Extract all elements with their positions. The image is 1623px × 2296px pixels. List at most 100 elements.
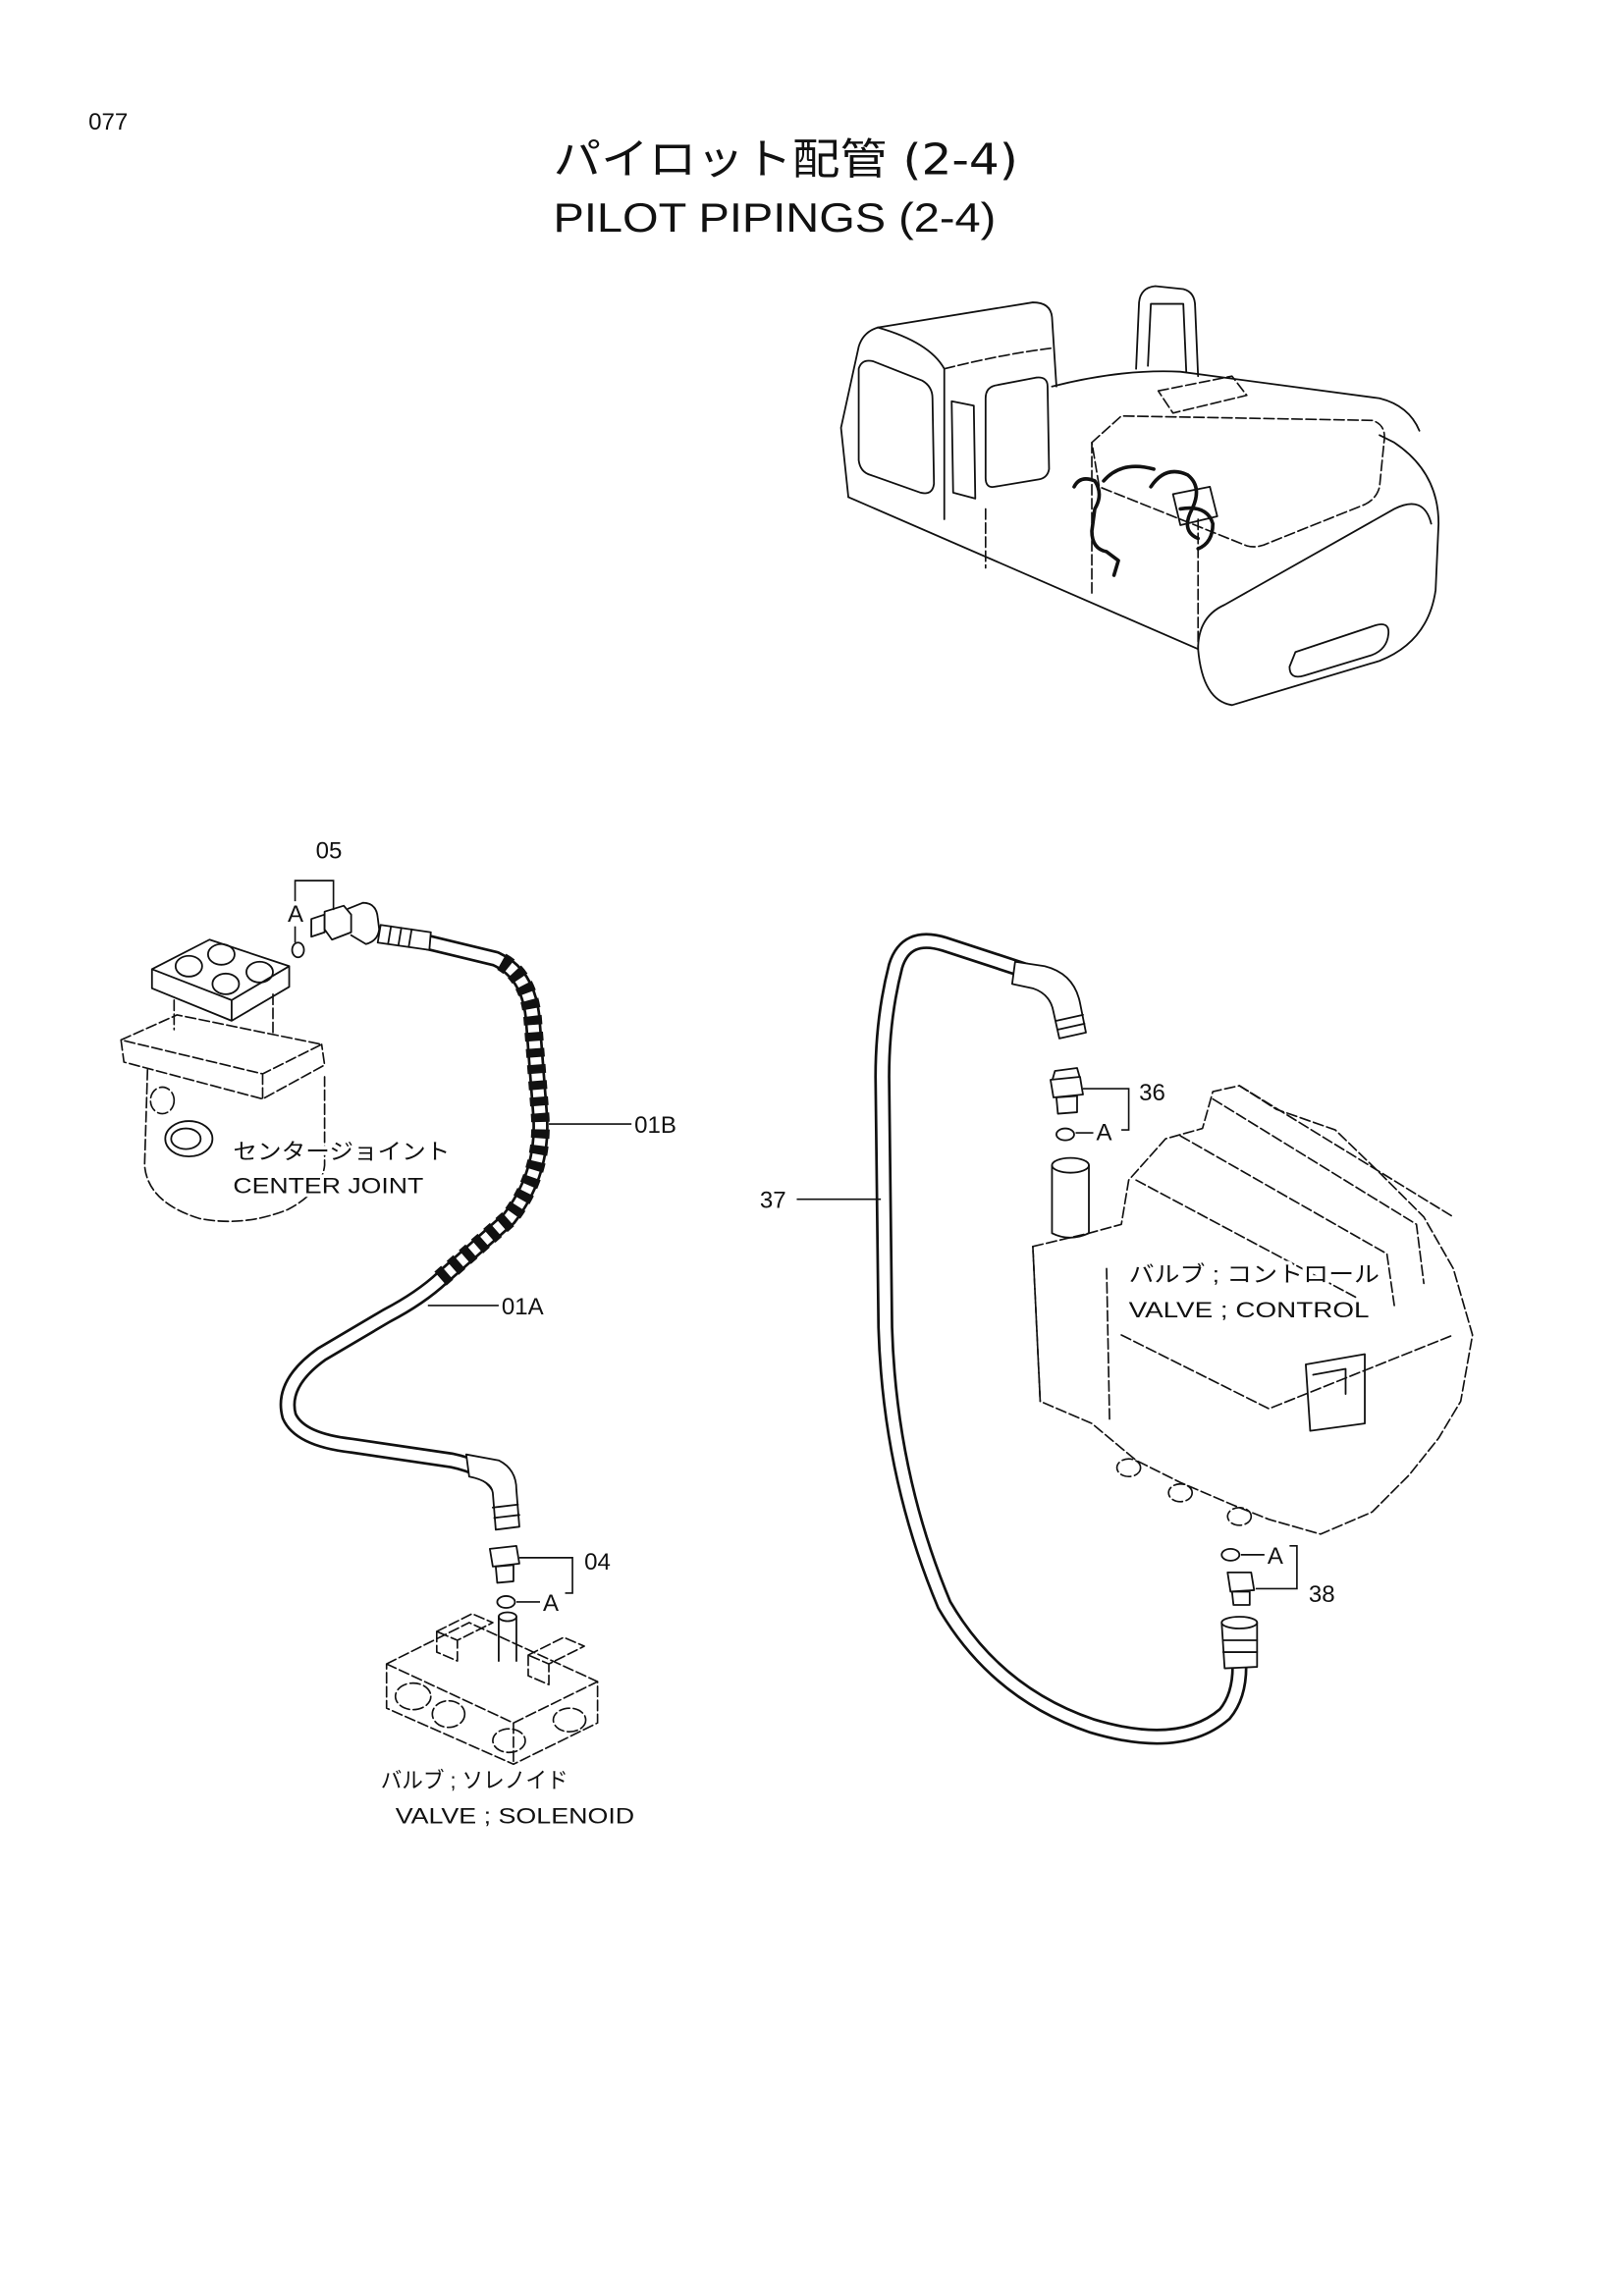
o-ring-04 [496,1595,516,1609]
hose-37-bottom-fitting [1220,1622,1259,1670]
hose-01-top-fitting-knurl [387,925,413,948]
hose-01-bottom-elbow [464,1453,520,1531]
solenoid-valve-label-english: VALVE ; SOLENOID [396,1803,634,1828]
hose-01-outline [279,927,549,1492]
counterweight-top-edge [1197,503,1433,651]
center-joint-port [206,942,236,966]
center-joint-body [143,1068,326,1223]
solenoid-valve-cartridge [394,1682,432,1711]
control-valve-housing-lines [1032,1245,1455,1420]
rear-deck-edge [1051,370,1421,432]
callout-o-ring-a: A [543,1590,559,1617]
page-title-english: PILOT PIPINGS (2-4) [554,194,997,240]
fitting-36-thread [1055,1095,1078,1115]
solenoid-valve-cartridge [552,1707,587,1734]
control-valve-spool-sections [1135,1085,1455,1307]
solenoid-valve-body [385,1622,599,1766]
pilot-hose-location-highlight [1072,464,1216,577]
fitting-36 [1050,1067,1084,1115]
o-ring-05 [291,941,305,959]
counterweight-outline [1197,434,1440,707]
callout-05: 05 [316,838,343,865]
callout-o-ring-a: A [1097,1120,1112,1147]
hose-37-core [877,935,1245,1742]
fitting-38-hex [1226,1572,1256,1593]
control-valve-cover [1305,1353,1366,1432]
page-number: 077 [88,109,128,135]
hose-01-core [282,930,547,1490]
solenoid-coil [435,1613,494,1662]
hose-37-bottom-fitting-face [1220,1616,1259,1629]
engine-hood [1091,414,1385,548]
control-valve-label-japanese: バルブ ; コントロール [1129,1262,1380,1287]
center-joint-side-port [164,1120,214,1158]
hose-01-top-fitting [376,924,432,951]
control-valve [1032,1085,1474,1535]
fitting-38-thread [1230,1590,1251,1606]
o-ring-38 [1220,1547,1241,1562]
fitting-36-hex [1050,1076,1084,1098]
callout-o-ring-a: A [288,901,303,928]
control-valve-pilot-port [1051,1164,1090,1239]
callout-01a: 01A [502,1294,544,1320]
o-ring-36 [1055,1127,1075,1142]
center-joint-lower-flange [120,1014,326,1100]
solenoid-valve-cartridge [492,1728,526,1754]
callout-37: 37 [760,1188,786,1214]
center-joint-label-japanese: センタージョイント [233,1140,450,1164]
center-joint-neck [173,993,274,1034]
callout-o-ring-a: A [1268,1543,1283,1570]
control-valve-port [1167,1482,1194,1503]
handrail [1135,285,1200,378]
counterweight-slot [1288,623,1390,678]
cab-side-window [984,376,1051,488]
hose-37-bottom-fitting-nut [1221,1639,1259,1653]
fitting-05-thread [310,913,326,938]
hose-37-top-elbow-nut [1055,1013,1086,1031]
fitting-38 [1226,1572,1256,1606]
hose-37-outline [874,933,1248,1745]
solenoid-valve [385,1611,599,1766]
deck-cover [1157,375,1248,414]
center-joint-side-port-bore [170,1127,202,1150]
leader-36-bracket [1083,1088,1130,1131]
control-valve-port [1115,1458,1142,1478]
leader-04-bracket [518,1557,573,1594]
fitting-05-elbow [310,901,381,945]
fitting-04 [489,1544,520,1584]
cab-roof-edge [943,347,1054,370]
leader-05-bracket [294,880,335,911]
solenoid-valve-port [498,1611,517,1623]
hose-assembly-01 [279,924,550,1531]
center-joint-side-port [149,1086,176,1115]
leader-lines [294,880,1298,1603]
solenoid-valve-port-pipe [498,1616,517,1662]
fitting-05-hex [323,904,352,941]
hose-37-top-elbow [1010,960,1087,1040]
hose-37 [874,933,1259,1745]
center-joint-top-flange [150,938,291,1022]
leader-38-bracket [1255,1545,1298,1590]
callout-04: 04 [584,1549,611,1575]
callout-01b: 01B [634,1112,676,1139]
center-joint [120,938,326,1223]
upper-structure-lower-edge [847,496,1200,651]
fitting-05-elbow-body [347,901,381,945]
control-valve-port [1226,1506,1253,1526]
center-joint-port [211,972,241,995]
center-joint-port [245,960,274,984]
excavator-overview [839,285,1440,707]
solenoid-coil [527,1636,585,1685]
fitting-04-hex [489,1544,520,1568]
center-joint-label-english: CENTER JOINT [233,1174,423,1199]
cab-front-window [857,359,936,495]
control-valve-pilot-port-face [1051,1156,1090,1174]
solenoid-valve-label-japanese: バルブ ; ソレノイド [381,1768,568,1792]
page-title-japanese: パイロット配管 (2-4) [554,135,1018,185]
control-valve-label-english: VALVE ; CONTROL [1129,1298,1370,1322]
cab-door-window [950,400,977,500]
hose-01-bottom-elbow-nut [492,1503,520,1520]
fitting-04-thread [495,1564,514,1584]
highlighted-valve-block [1171,486,1218,526]
